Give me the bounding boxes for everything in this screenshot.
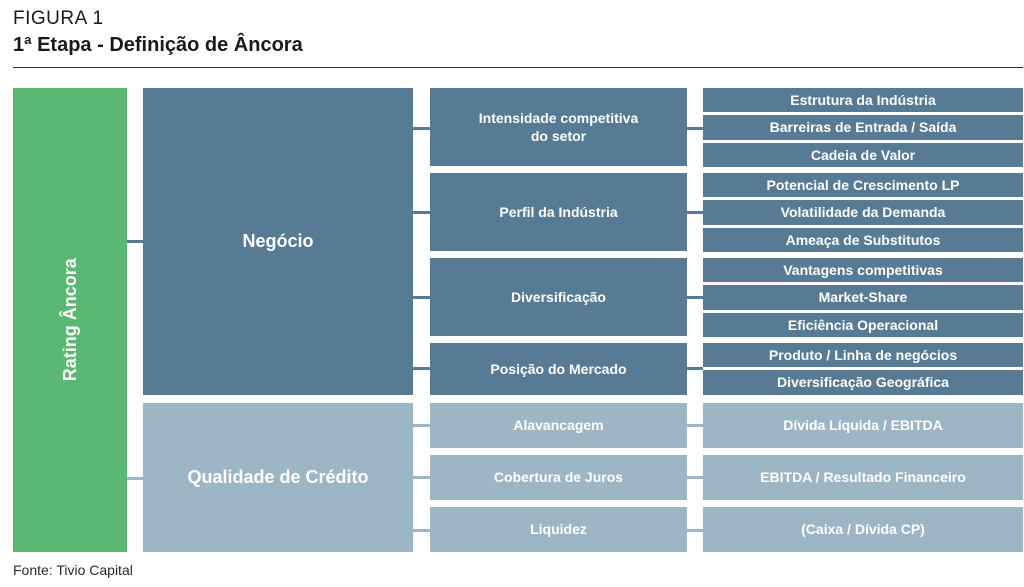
connector-negocio-g3 [413,367,430,370]
leaf-label: Vantagens competitivas [783,261,943,278]
leaf-label: Estrutura da Indústria [790,91,936,108]
node-perfil-industria: Perfil da Indústria [430,173,687,251]
leaf-caixa-divida-cp: (Caixa / Dívida CP) [703,507,1023,552]
figure-label: FIGURA 1 [13,8,104,29]
leaf-label: EBITDA / Resultado Financeiro [760,469,966,486]
node-g0-label: Intensidade competitiva do setor [478,109,639,144]
leaf-label: (Caixa / Dívida CP) [801,521,925,538]
connector-credito-g0 [413,424,430,427]
connector-g0-items [687,127,703,130]
node-credito-label: Qualidade de Crédito [187,466,369,487]
node-credito-g1-label: Cobertura de Juros [493,469,624,486]
root-node-rating-ancora: Rating Âncora [13,88,127,552]
leaf-label: Market-Share [818,289,908,306]
connector-negocio-g2 [413,296,430,299]
connector-credito-g2 [413,529,430,532]
leaf-cadeia-valor: Cadeia de Valor [703,143,1023,167]
node-g1-label: Perfil da Indústria [499,203,618,220]
leaf-label: Barreiras de Entrada / Saída [769,119,957,136]
connector-credito-g2-items [687,529,703,532]
node-liquidez: Liquidez [430,507,687,552]
connector-root-credito [127,477,143,480]
connector-credito-g1 [413,476,430,479]
leaf-label: Potencial de Crescimento LP [766,176,960,193]
connector-credito-g1-items [687,476,703,479]
node-credito-g2-label: Liquidez [530,521,587,538]
node-qualidade-credito: Qualidade de Crédito [143,403,413,552]
leaf-diversificacao-geografica: Diversificação Geográfica [703,370,1023,395]
leaf-label: Produto / Linha de negócios [768,346,958,363]
leaf-label: Ameaça de Substitutos [785,231,941,248]
leaf-label: Cadeia de Valor [810,146,916,163]
node-cobertura-juros: Cobertura de Juros [430,455,687,500]
connector-g1-items [687,211,703,214]
node-negocio-label: Negócio [242,230,314,251]
node-credito-g0-label: Alavancagem [513,417,604,434]
figure-title: 1ª Etapa - Definição de Âncora [13,34,303,56]
node-intensidade-competitiva: Intensidade competitiva do setor [430,88,687,166]
leaf-volatilidade-demanda: Volatilidade da Demanda [703,200,1023,225]
leaf-label: Eficiência Operacional [787,316,939,333]
leaf-vantagens-competitivas: Vantagens competitivas [703,258,1023,282]
node-negocio: Negócio [143,88,413,395]
connector-g2-items [687,296,703,299]
node-alavancagem: Alavancagem [430,403,687,448]
node-g3-label: Posição do Mercado [490,360,627,377]
connector-negocio-g0 [413,127,430,130]
leaf-label: Dívida Líquida / EBITDA [783,417,943,434]
figure-source: Fonte: Tivio Capital [13,562,133,578]
connector-root-negocio [127,240,143,243]
node-diversificacao: Diversificação [430,258,687,336]
leaf-label: Volatilidade da Demanda [780,204,946,221]
connector-g3-items [687,367,703,370]
leaf-label: Diversificação Geográfica [777,374,949,391]
root-node-label: Rating Âncora [59,258,80,382]
leaf-produto-linha-negocios: Produto / Linha de negócios [703,343,1023,367]
leaf-divida-liquida-ebitda: Dívida Líquida / EBITDA [703,403,1023,448]
node-g2-label: Diversificação [511,288,606,305]
leaf-eficiencia-operacional: Eficiência Operacional [703,313,1023,337]
connector-credito-g0-items [687,424,703,427]
header-divider [13,67,1023,68]
node-posicao-mercado: Posição do Mercado [430,343,687,395]
leaf-ebitda-resultado-financeiro: EBITDA / Resultado Financeiro [703,455,1023,500]
leaf-ameaca-substitutos: Ameaça de Substitutos [703,228,1023,252]
leaf-barreiras-entrada-saida: Barreiras de Entrada / Saída [703,115,1023,140]
connector-negocio-g1 [413,211,430,214]
leaf-market-share: Market-Share [703,285,1023,310]
leaf-potencial-crescimento: Potencial de Crescimento LP [703,173,1023,197]
leaf-estrutura-industria: Estrutura da Indústria [703,88,1023,112]
